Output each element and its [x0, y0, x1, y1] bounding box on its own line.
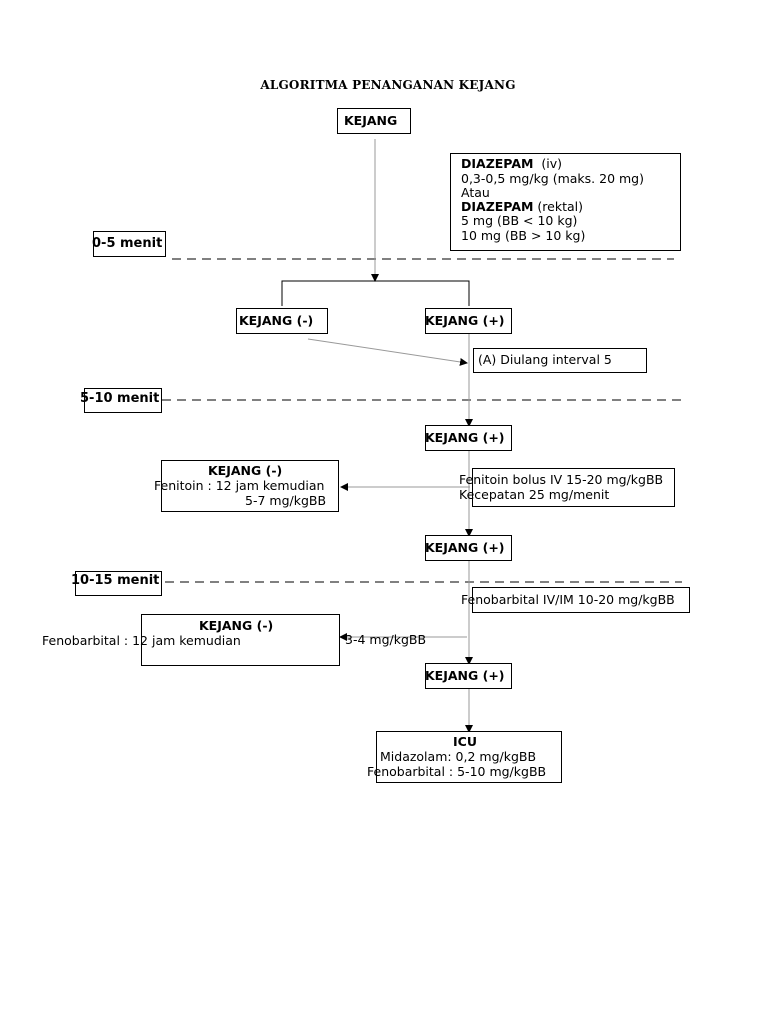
icu-box: ICU Midazolam: 0,2 mg/kgBB Fenobarbital … — [367, 731, 562, 783]
node-kejang-start: KEJANG — [337, 108, 411, 134]
node-kejang-neg-1: KEJANG (-) — [236, 308, 328, 334]
time-label-0-5: 0-5 menit — [92, 231, 166, 257]
branch-line — [281, 280, 470, 306]
repeat-box: (A) Diulang interval 5 — [473, 348, 647, 373]
neg3-dose: 3-4 mg/kgBB — [345, 632, 427, 647]
neg3-box: KEJANG (-) Fenobarbital : 12 jam kemudia… — [42, 614, 340, 666]
node-kejang-pos-1: KEJANG (+) — [425, 308, 512, 334]
node-kejang-pos-2: KEJANG (+) — [425, 425, 512, 451]
node-kejang-pos-4: KEJANG (+) — [425, 663, 512, 689]
fenitoin-box: Fenitoin bolus IV 15-20 mg/kgBB Kecepata… — [459, 468, 675, 507]
arrow-neg1-repeat — [307, 338, 468, 366]
neg2-box: KEJANG (-) Fenitoin : 12 jam kemudian 5-… — [154, 460, 339, 512]
time-label-10-15: 10-15 menit — [71, 571, 162, 596]
page-title: ALGORITMA PENANGANAN KEJANG — [260, 78, 516, 92]
time-label-5-10: 5-10 menit — [80, 388, 162, 413]
node-kejang-pos-3: KEJANG (+) — [425, 535, 512, 561]
diazepam-box: DIAZEPAM (iv) 0,3-0,5 mg/kg (maks. 20 mg… — [450, 153, 681, 251]
fenobarbital-box: Fenobarbital IV/IM 10-20 mg/kgBB — [461, 587, 690, 613]
